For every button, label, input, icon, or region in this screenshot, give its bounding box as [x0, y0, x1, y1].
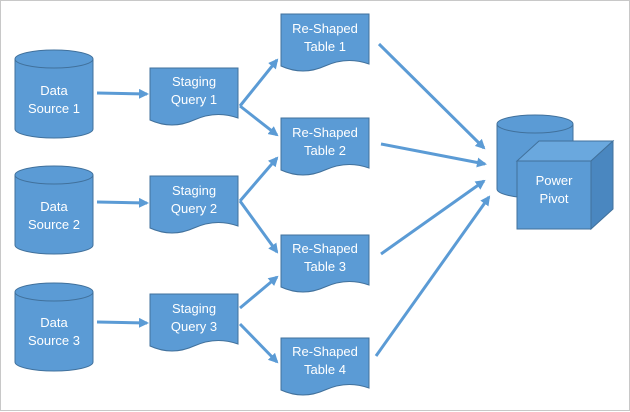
arrow-staging1-to-table2 — [239, 104, 279, 137]
staging-query-1-line1: Staging — [172, 74, 216, 89]
arrow-staging3-to-table4 — [238, 322, 279, 364]
arrow-source1-to-staging1 — [96, 88, 149, 99]
power-pivot-line2: Pivot — [540, 191, 569, 206]
reshaped-table-3: Re-Shaped Table 3 — [280, 234, 370, 293]
arrow-staging2-to-table2 — [238, 156, 279, 202]
power-pivot-line1: Power — [536, 173, 574, 188]
reshaped-table-4-line1: Re-Shaped — [292, 344, 358, 359]
staging-query-2: Staging Query 2 — [149, 175, 239, 234]
data-source-2: Data Source 2 — [14, 165, 94, 255]
reshaped-table-3-line1: Re-Shaped — [292, 241, 358, 256]
data-source-3-line1: Data — [40, 315, 68, 330]
staging-query-1-line2: Query 1 — [171, 92, 217, 107]
staging-query-3-line1: Staging — [172, 301, 216, 316]
arrow-source2-to-staging2 — [96, 197, 149, 208]
arrow-source3-to-staging3 — [96, 317, 149, 328]
arrow-staging1-to-table1 — [238, 58, 279, 107]
power-pivot: Power Pivot — [496, 114, 615, 231]
arrow-table3-to-powerpivot — [380, 179, 486, 256]
reshaped-table-1-line1: Re-Shaped — [292, 21, 358, 36]
data-source-1-line1: Data — [40, 83, 68, 98]
data-source-3-line2: Source 3 — [28, 333, 80, 348]
data-source-3: Data Source 3 — [14, 282, 94, 372]
reshaped-table-1: Re-Shaped Table 1 — [280, 13, 370, 72]
reshaped-table-4: Re-Shaped Table 4 — [280, 337, 370, 396]
arrow-staging2-to-table3 — [238, 200, 279, 254]
arrow-table2-to-powerpivot — [380, 142, 487, 168]
data-source-2-line2: Source 2 — [28, 217, 80, 232]
data-source-1-line2: Source 1 — [28, 101, 80, 116]
staging-query-3-line2: Query 3 — [171, 319, 217, 334]
reshaped-table-4-line2: Table 4 — [304, 362, 346, 377]
staging-query-3: Staging Query 3 — [149, 293, 239, 352]
reshaped-table-2-line2: Table 2 — [304, 143, 346, 158]
power-pivot-cube: Power Pivot — [515, 139, 615, 231]
reshaped-table-2-line1: Re-Shaped — [292, 125, 358, 140]
staging-query-1: Staging Query 1 — [149, 67, 239, 126]
reshaped-table-1-line2: Table 1 — [304, 39, 346, 54]
reshaped-table-3-line2: Table 3 — [304, 259, 346, 274]
arrow-table4-to-powerpivot — [374, 195, 491, 357]
staging-query-2-line1: Staging — [172, 183, 216, 198]
staging-query-2-line2: Query 2 — [171, 201, 217, 216]
arrow-table1-to-powerpivot — [377, 42, 486, 150]
data-source-2-line1: Data — [40, 199, 68, 214]
reshaped-table-2: Re-Shaped Table 2 — [280, 117, 370, 176]
data-source-1: Data Source 1 — [14, 49, 94, 139]
arrow-staging3-to-table3 — [239, 275, 279, 310]
